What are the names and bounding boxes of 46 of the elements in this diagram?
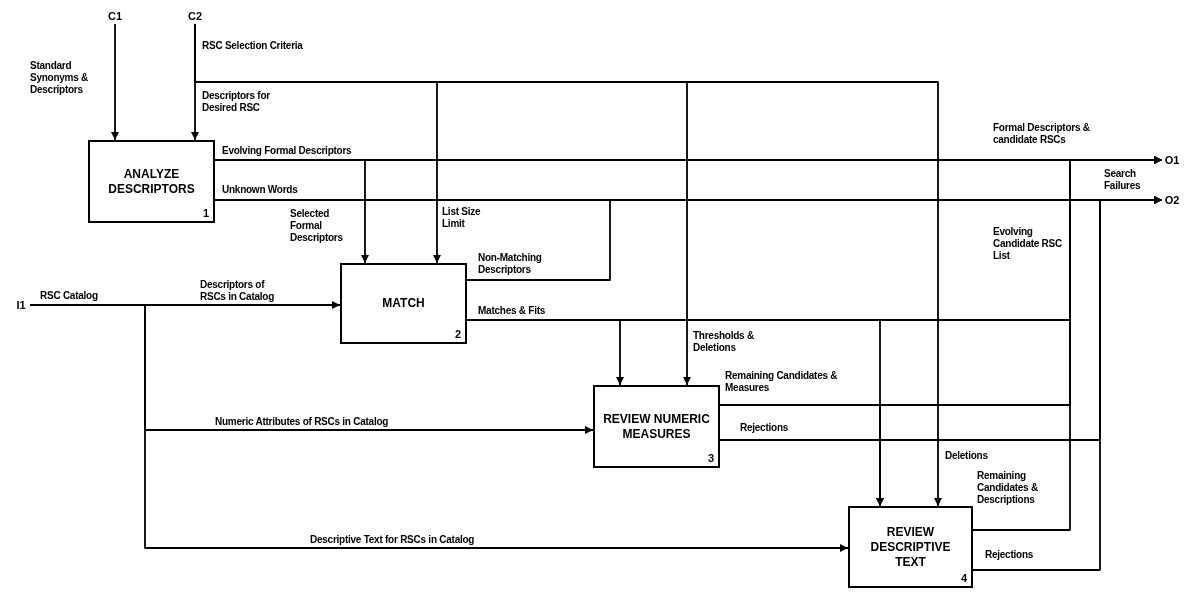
edge-label: Numeric Attributes of RSCs in Catalog [215,416,389,428]
node-number: 1 [202,207,209,219]
flow-label: Search Failures [1104,168,1142,192]
edge-label: Rejections [740,422,789,434]
flow-label: RSC Catalog [40,290,98,302]
arrow [719,404,884,507]
boundary-tag: I1 [12,297,30,313]
edge-label: List Size Limit [442,206,482,230]
process-box [593,385,720,468]
node-number: 2 [454,328,461,340]
edge-label: Unknown Words [222,184,298,196]
process-title: ANALYZE DESCRIPTORS [107,166,196,197]
boundary-tag: O1 [1162,152,1182,168]
edge-label: Descriptive Text for RSCs in Catalog [310,534,475,546]
edge-label: Standard Synonyms & Descriptors [30,60,90,96]
process-title: REVIEW NUMERIC MEASURES [602,411,711,442]
process-box [340,263,467,344]
edge-label: Matches & Fits [478,305,546,317]
arrow [29,304,849,552]
edge-label: Selected Formal Descriptors [290,208,344,244]
edge-label: Remaining Candidates & Measures [725,370,839,394]
edge-label: Rejections [985,549,1034,561]
edge-label: Non-Matching Descriptors [478,252,543,276]
edge-label: Remaining Candidates & Descriptions [977,470,1039,506]
arrow [194,23,942,507]
edge-label: Descriptors for Desired RSC [202,90,271,114]
arrow [111,23,119,141]
flow-label: RSC Selection Criteria [202,40,303,52]
process-title: REVIEW DESCRIPTIVE TEXT [869,524,952,570]
process-box [88,140,215,223]
edge-label: Evolving Formal Descriptors [222,145,352,157]
arrow [972,156,1163,531]
boundary-tag: C1 [105,8,125,24]
boundary-tag: C2 [185,8,205,24]
arrow [214,159,369,264]
edge-label: Thresholds & Deletions [693,330,755,354]
node-number: 3 [707,452,714,464]
flow-label: Evolving Candidate RSC List [993,226,1063,262]
node-number: 4 [960,572,967,584]
edge-label: Descriptors of RSCs in Catalog [200,279,276,303]
flow-label: Formal Descriptors & candidate RSCs [993,122,1091,146]
process-box [848,506,973,588]
process-title: MATCH [381,296,426,311]
arrow [972,196,1163,571]
edge-label: Deletions [945,450,988,462]
boundary-tag: O2 [1162,192,1182,208]
